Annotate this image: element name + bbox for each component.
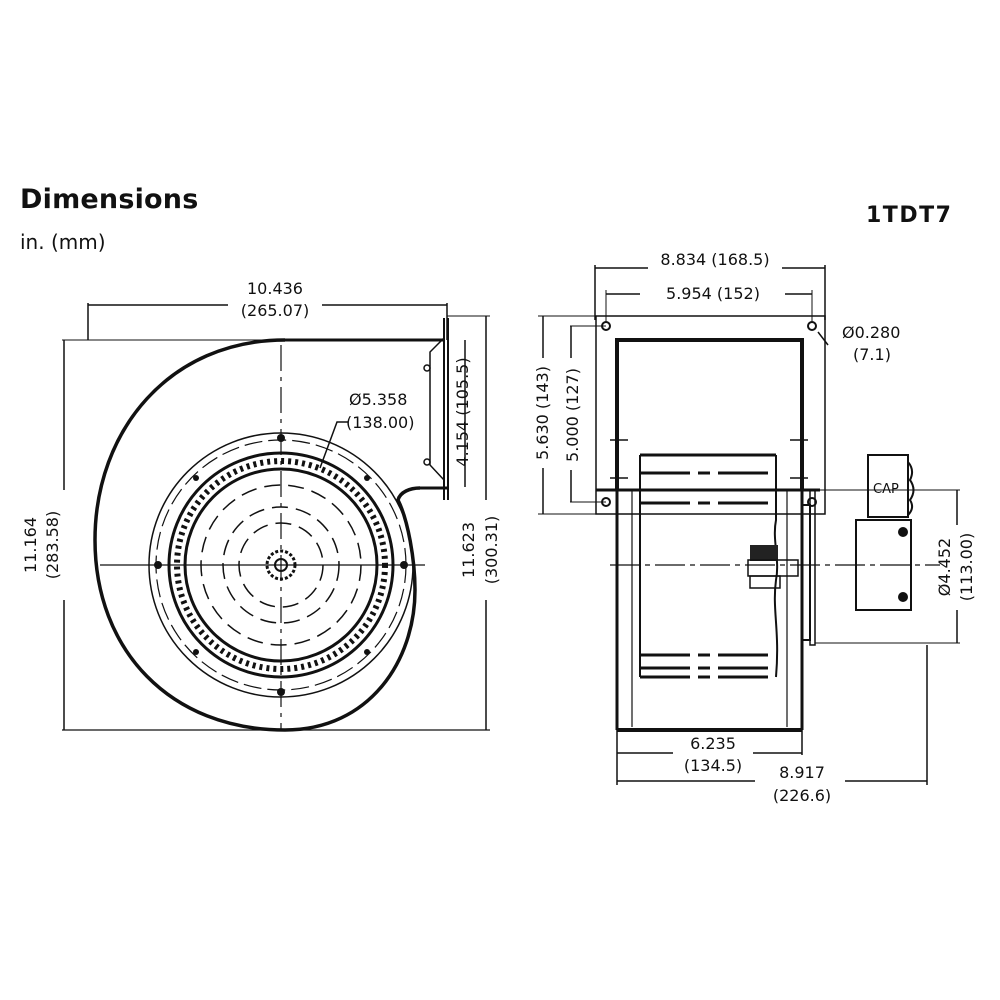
hole-spacing-width-label: 5.954 (152): [666, 284, 760, 303]
front-view: 10.436 (265.07) 11.164 (283.58) 11.623 (…: [21, 279, 501, 732]
page-title: Dimensions: [20, 184, 199, 215]
housing-width-mm: (134.5): [684, 756, 742, 775]
outlet-height-label: 4.154 (105.5): [453, 357, 472, 466]
housing-width-in: 6.235: [690, 734, 736, 753]
hole-diameter-mm: (7.1): [853, 345, 891, 364]
overall-height-in: 11.164: [21, 517, 40, 573]
units-label: in. (mm): [20, 230, 106, 254]
motor-diameter-mm: (113.00): [957, 533, 976, 601]
hole-diameter-in: Ø0.280: [842, 323, 900, 342]
overall-height-mm: (283.58): [43, 511, 62, 579]
model-number: 1TDT7: [866, 203, 953, 228]
total-height-in: 11.623: [459, 522, 478, 578]
flange-width-label: 8.834 (168.5): [660, 250, 769, 269]
overall-depth-mm: (226.6): [773, 786, 831, 805]
side-view: 8.834 (168.5) 5.954 (152) 5.630 (143) 5.…: [533, 250, 976, 805]
inlet-diameter-in: Ø5.358: [349, 390, 407, 409]
capacitor-label: CAP: [873, 482, 899, 497]
motor-diameter-in: Ø4.452: [935, 538, 954, 596]
total-height-mm: (300.31): [482, 516, 501, 584]
overall-width-mm: (265.07): [241, 301, 309, 320]
flange-height-label: 5.630 (143): [533, 366, 552, 460]
hole-spacing-height-label: 5.000 (127): [563, 368, 582, 462]
overall-depth-in: 8.917: [779, 763, 825, 782]
inlet-diameter-mm: (138.00): [346, 413, 414, 432]
overall-width-in: 10.436: [247, 279, 303, 298]
